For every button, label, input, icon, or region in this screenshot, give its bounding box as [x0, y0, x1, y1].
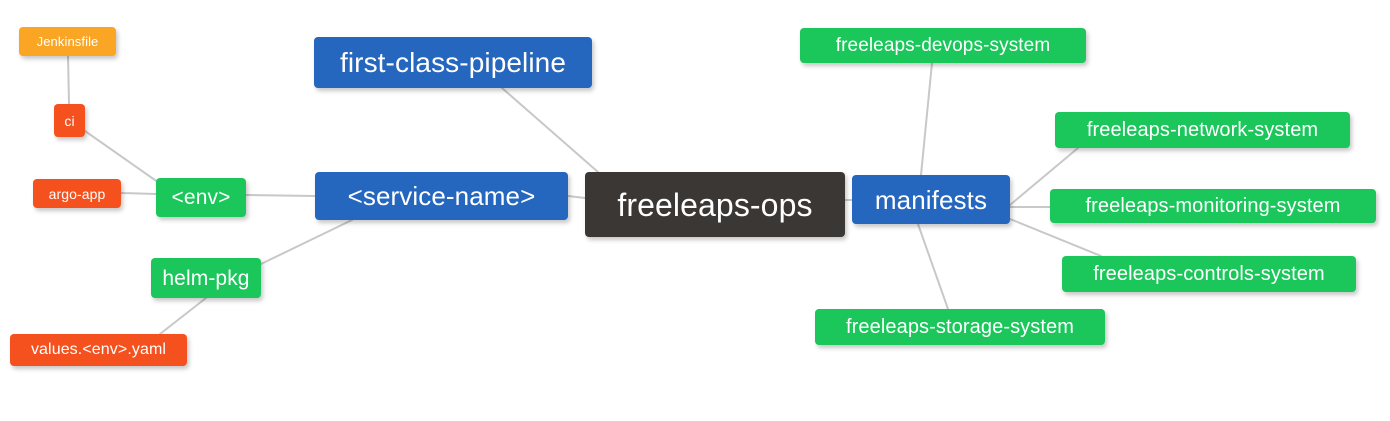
node-controls-system[interactable]: freeleaps-controls-system	[1062, 256, 1356, 292]
edge-helm-pkg-to-service-name	[260, 219, 353, 265]
node-ci[interactable]: ci	[54, 104, 85, 137]
node-freeleaps-ops[interactable]: freeleaps-ops	[585, 172, 845, 237]
edge-env-to-service-name	[245, 194, 316, 197]
edge-service-name-to-freeleaps-ops	[567, 195, 586, 199]
node-service-name[interactable]: <service-name>	[315, 172, 568, 220]
node-jenkinsfile[interactable]: Jenkinsfile	[19, 27, 116, 56]
node-manifests[interactable]: manifests	[852, 175, 1010, 224]
node-network-system[interactable]: freeleaps-network-system	[1055, 112, 1350, 148]
edge-manifests-to-devops-system	[920, 62, 933, 176]
node-first-class-pipeline[interactable]: first-class-pipeline	[314, 37, 592, 88]
edge-manifests-to-storage-system	[917, 223, 949, 310]
edge-ci-to-env	[84, 130, 163, 186]
edge-jenkinsfile-to-ci	[67, 55, 70, 105]
edge-first-class-pipeline-to-freeleaps-ops	[501, 87, 599, 173]
edge-values-yaml-to-helm-pkg	[159, 297, 207, 335]
edge-argo-app-to-env	[120, 192, 157, 195]
edge-manifests-to-controls-system	[1009, 218, 1102, 257]
node-helm-pkg[interactable]: helm-pkg	[151, 258, 261, 298]
node-env[interactable]: <env>	[156, 178, 246, 217]
node-values-yaml[interactable]: values.<env>.yaml	[10, 334, 187, 366]
node-argo-app[interactable]: argo-app	[33, 179, 121, 208]
node-devops-system[interactable]: freeleaps-devops-system	[800, 28, 1086, 63]
node-monitoring-system[interactable]: freeleaps-monitoring-system	[1050, 189, 1376, 223]
node-storage-system[interactable]: freeleaps-storage-system	[815, 309, 1105, 345]
